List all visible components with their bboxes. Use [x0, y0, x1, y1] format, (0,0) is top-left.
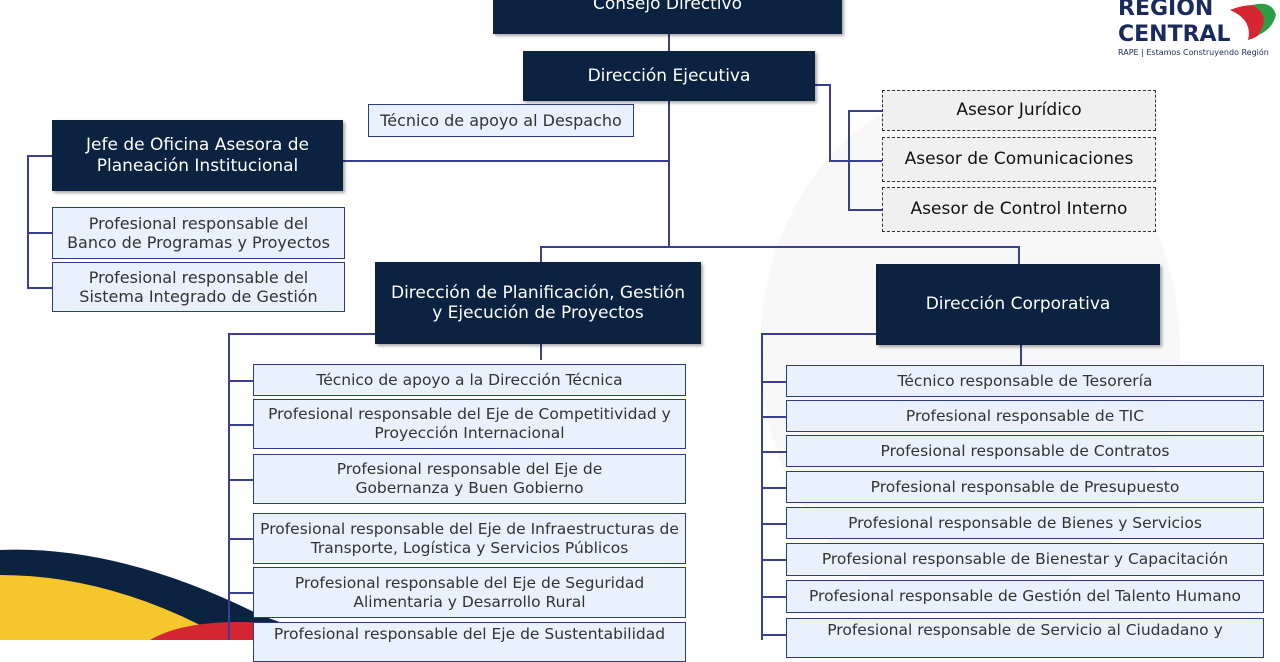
connector: [540, 246, 542, 262]
connector: [848, 110, 850, 210]
connector: [540, 344, 542, 360]
connector: [228, 538, 253, 540]
connector: [761, 416, 786, 418]
box-corporativa-item[interactable]: Técnico responsable de Tesorería: [786, 365, 1264, 397]
box-jefe-planeacion[interactable]: Jefe de Oficina Asesora de Planeación In…: [52, 120, 343, 191]
box-direccion-planificacion[interactable]: Dirección de Planificación, Gestión y Ej…: [375, 262, 701, 344]
connector: [761, 559, 786, 561]
logo-wing-icon: [1230, 3, 1276, 40]
connector: [1020, 345, 1022, 365]
connector: [848, 209, 882, 211]
connector: [815, 84, 829, 86]
connector: [761, 487, 786, 489]
box-corporativa-item[interactable]: Profesional responsable de Bienes y Serv…: [786, 507, 1264, 539]
box-planificacion-item[interactable]: Profesional responsable del Eje de Segur…: [253, 567, 686, 618]
box-corporativa-item[interactable]: Profesional responsable de TIC: [786, 400, 1264, 432]
logo-tagline: RAPE | Estamos Construyendo Región: [1118, 48, 1269, 57]
connector: [848, 110, 882, 112]
box-planificacion-item[interactable]: Profesional responsable del Eje de Gober…: [253, 454, 686, 504]
box-corporativa-item[interactable]: Profesional responsable de Servicio al C…: [786, 618, 1264, 658]
connector: [761, 596, 786, 598]
connector: [27, 287, 52, 289]
connector: [540, 246, 1019, 248]
logo-line2: CENTRAL: [1118, 22, 1231, 47]
region-central-logo: REGIÓN CENTRAL RAPE | Estamos Construyen…: [1118, 0, 1278, 58]
box-banco-programas[interactable]: Profesional responsable del Banco de Pro…: [52, 207, 345, 259]
connector: [829, 84, 831, 160]
connector: [27, 155, 52, 157]
connector: [761, 634, 786, 636]
box-corporativa-item[interactable]: Profesional responsable de Presupuesto: [786, 471, 1264, 503]
connector: [228, 592, 253, 594]
box-asesor-juridico[interactable]: Asesor Jurídico: [882, 90, 1156, 131]
box-direccion-ejecutiva[interactable]: Dirección Ejecutiva: [523, 51, 815, 101]
box-direccion-corporativa[interactable]: Dirección Corporativa: [876, 264, 1160, 345]
connector: [228, 424, 253, 426]
connector: [668, 34, 670, 246]
connector: [761, 333, 763, 640]
connector: [27, 155, 29, 287]
box-corporativa-item[interactable]: Profesional responsable de Bienestar y C…: [786, 543, 1264, 576]
connector: [343, 160, 668, 162]
connector: [228, 333, 230, 640]
connector: [761, 381, 786, 383]
box-corporativa-item[interactable]: Profesional responsable de Gestión del T…: [786, 580, 1264, 613]
box-planificacion-item[interactable]: Técnico de apoyo a la Dirección Técnica: [253, 364, 686, 396]
connector: [228, 333, 405, 335]
box-sistema-gestion[interactable]: Profesional responsable del Sistema Inte…: [52, 262, 345, 312]
box-planificacion-item[interactable]: Profesional responsable del Eje de Infra…: [253, 513, 686, 564]
connector: [27, 232, 52, 234]
box-corporativa-item[interactable]: Profesional responsable de Contratos: [786, 435, 1264, 467]
box-asesor-control-interno[interactable]: Asesor de Control Interno: [882, 187, 1156, 232]
connector: [228, 479, 253, 481]
logo-line1: REGIÓN: [1118, 0, 1214, 21]
connector: [829, 160, 882, 162]
connector: [228, 380, 253, 382]
connector: [761, 451, 786, 453]
box-planificacion-item[interactable]: Profesional responsable del Eje de Compe…: [253, 399, 686, 449]
connector: [761, 523, 786, 525]
box-planificacion-item[interactable]: Profesional responsable del Eje de Suste…: [253, 622, 686, 662]
box-tecnico-despacho[interactable]: Técnico de apoyo al Despacho: [368, 104, 634, 137]
connector: [1018, 246, 1020, 264]
flag-brushstroke-decoration: [0, 549, 330, 640]
box-consejo-directivo[interactable]: Consejo Directivo: [493, 0, 842, 34]
box-asesor-comunicaciones[interactable]: Asesor de Comunicaciones: [882, 137, 1156, 182]
